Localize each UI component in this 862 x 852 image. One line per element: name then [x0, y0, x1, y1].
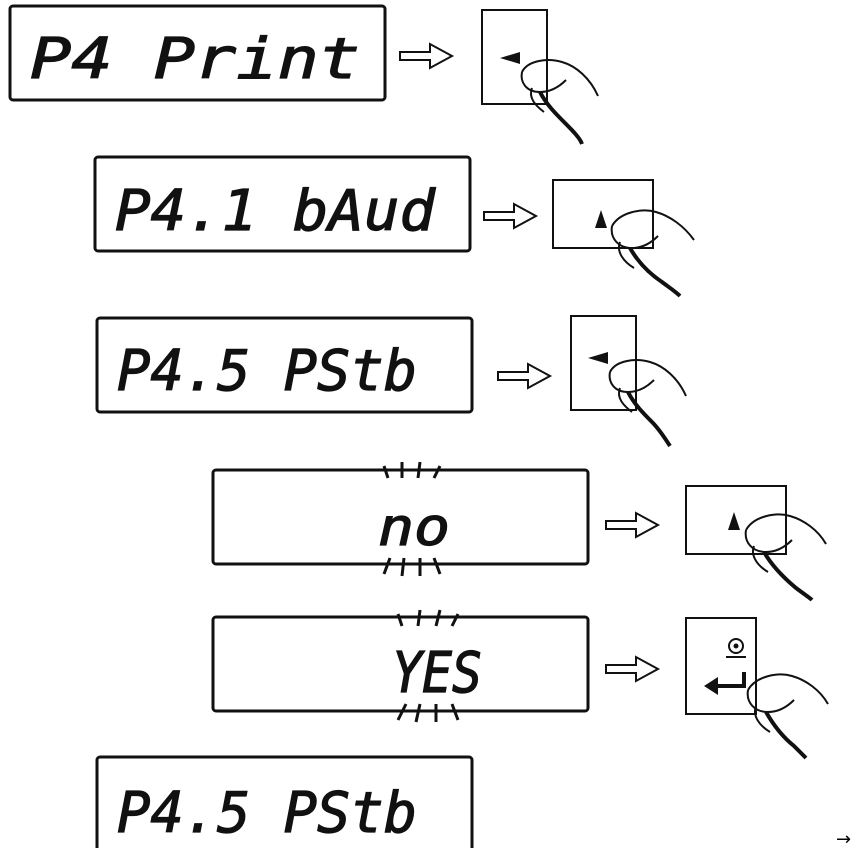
step-6: P4.5 PStb [95, 755, 474, 852]
up-arrow-icon [728, 512, 740, 530]
pressing-finger-icon [744, 513, 827, 602]
display-text: P4 Print [30, 27, 360, 92]
enter-arrow-icon [704, 672, 746, 695]
flow-arrow [399, 42, 455, 70]
print-icon [726, 638, 746, 658]
display-text: P4.1 bAud [115, 179, 436, 244]
step-5: YES [211, 609, 829, 760]
enter-key [685, 617, 757, 715]
lcd-display [95, 316, 474, 414]
up-arrow-icon [595, 210, 607, 228]
right-arrow-key [570, 315, 637, 411]
display-text: YES [392, 641, 482, 706]
lcd-display [95, 755, 474, 852]
step-4: no [211, 461, 827, 602]
lcd-display [93, 155, 472, 253]
pressing-finger-icon [746, 673, 829, 760]
display-text: P4.5 PStb [117, 781, 417, 846]
blink-marks-bottom [382, 557, 442, 577]
right-arrow-key [481, 9, 548, 105]
up-arrow-key [552, 179, 654, 249]
flow-arrow [483, 202, 539, 230]
pressing-finger-icon [520, 59, 599, 145]
right-arrow-icon [588, 352, 608, 364]
up-arrow-key [685, 485, 787, 555]
display-text: P4.5 PStb [117, 339, 417, 404]
blink-marks-top [396, 609, 460, 627]
flow-arrow [605, 655, 661, 683]
step-3: P4.5 PStb [95, 315, 687, 448]
pressing-finger-icon [608, 359, 687, 448]
display-text: no [378, 498, 450, 558]
step-1: P4 Print [8, 4, 599, 145]
step-2: P4.1 bAud [93, 155, 695, 298]
continuation-arrow: → [836, 829, 851, 848]
flow-arrow [605, 511, 661, 539]
flow-arrow [497, 362, 553, 390]
right-arrow-icon [500, 52, 520, 64]
blink-marks-top [382, 461, 442, 479]
pressing-finger-icon [610, 209, 695, 298]
blink-marks-bottom [396, 703, 460, 723]
lcd-display [8, 4, 387, 102]
